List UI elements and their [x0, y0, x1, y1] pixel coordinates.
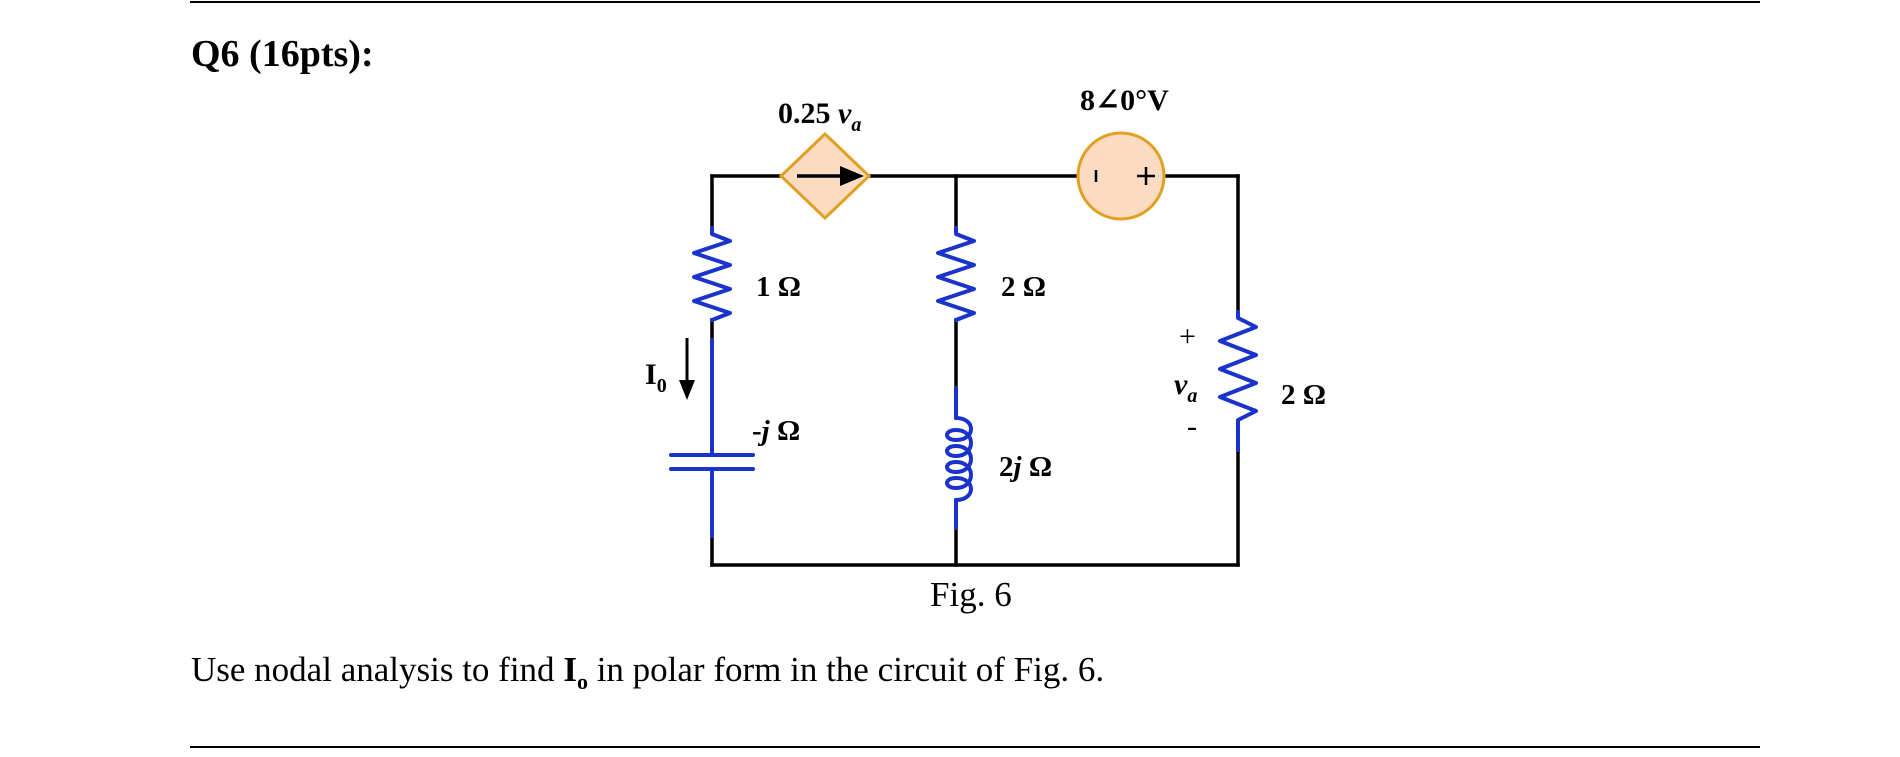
top-rule [190, 1, 1760, 3]
va-plus-label: + [1179, 320, 1196, 353]
bottom-rule [190, 746, 1760, 748]
inductor-coil [945, 416, 973, 502]
current-label: I0 [645, 358, 667, 397]
question-prompt: Use nodal analysis to find Io in polar f… [191, 648, 1104, 704]
voltage-source [1076, 131, 1166, 221]
voltage-source-label: 8∠0°V [1080, 84, 1169, 117]
dependent-source-label: 0.25 va [778, 97, 861, 136]
current-arrow [679, 338, 695, 400]
resistor-middle-label: 2 Ω [1001, 271, 1046, 303]
wires [710, 174, 1240, 567]
question-prompt-suffix: in polar form in the circuit of Fig. 6. [587, 650, 1105, 689]
resistor-left [692, 226, 732, 322]
resistor-right-label: 2 Ω [1281, 379, 1326, 411]
question-prompt-prefix: Use nodal analysis to find [191, 650, 564, 689]
question-prompt-variable: Io [563, 650, 588, 694]
va-label: va [1174, 368, 1197, 407]
figure-caption: Fig. 6 [930, 575, 1012, 614]
resistor-right [1218, 310, 1258, 452]
inductor-label: 2j Ω [999, 451, 1052, 483]
question-title: Q6 (16pts): [191, 33, 374, 75]
capacitor-label: -j Ω [752, 415, 800, 447]
current-arrow-head [679, 380, 695, 400]
resistor-left-label: 1 Ω [756, 271, 801, 303]
va-minus-label: - [1187, 410, 1197, 443]
dependent-current-source [778, 131, 872, 221]
components [669, 226, 1258, 538]
dependent-source-arrow-head [840, 166, 864, 186]
resistor-middle [936, 226, 976, 322]
voltage-source-circle [1076, 131, 1166, 221]
